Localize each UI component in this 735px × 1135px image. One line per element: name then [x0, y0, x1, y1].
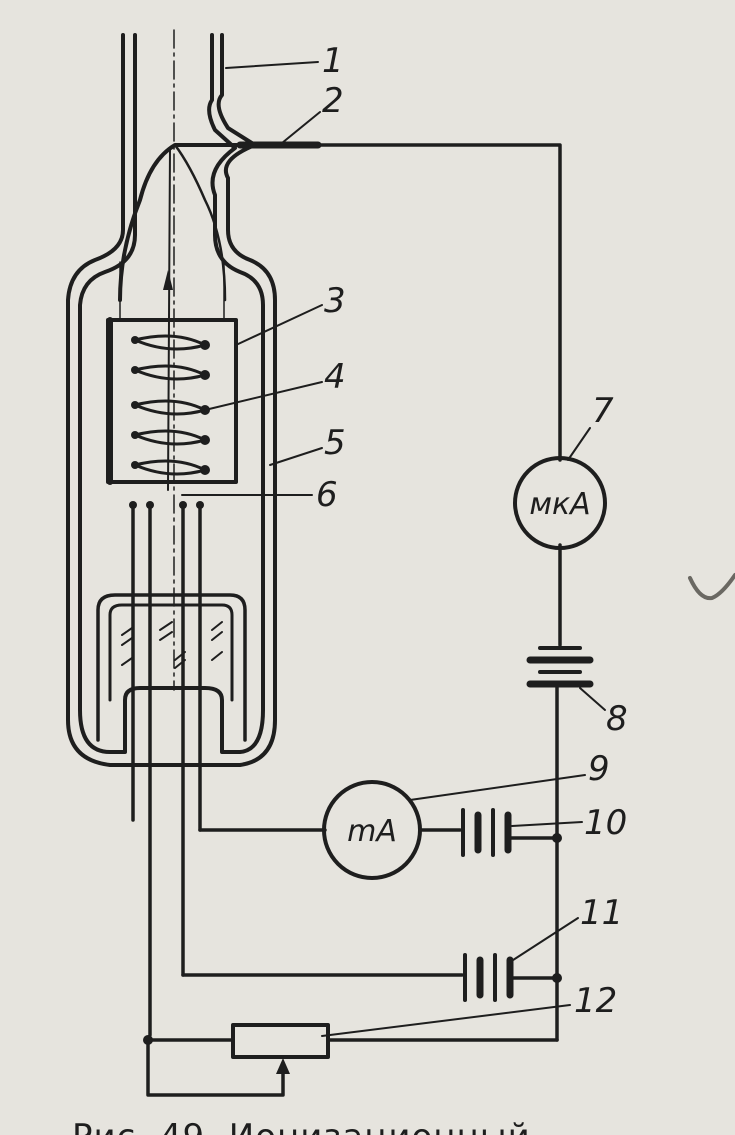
- microammeter: мкА: [513, 456, 607, 550]
- callout-3: 3: [324, 281, 346, 321]
- cathode-filament-coil: [131, 334, 210, 476]
- glass-bulb: [66, 33, 277, 767]
- rheostat-slider-arrow: [276, 1058, 290, 1074]
- battery-8: [526, 646, 594, 688]
- callout-9: 9: [588, 749, 610, 789]
- callout-6: 6: [316, 475, 338, 515]
- battery-11: [463, 953, 514, 1002]
- grid-electrode: [106, 261, 238, 485]
- callout-numbers: 1 2 3 4 5 6 7 8 9 10 11 12: [316, 41, 628, 1021]
- milliammeter-label: mA: [347, 814, 397, 849]
- callout-11: 11: [580, 893, 623, 933]
- callout-5: 5: [324, 423, 346, 463]
- callout-8: 8: [606, 699, 628, 739]
- rheostat-12: [231, 1023, 330, 1059]
- callout-7: 7: [592, 391, 614, 431]
- callout-4: 4: [324, 357, 346, 397]
- figure-caption: Рис. 49. Ионизационный: [72, 1117, 531, 1135]
- battery-10: [461, 808, 512, 857]
- pencil-check-mark: [688, 573, 735, 601]
- callout-12: 12: [574, 981, 617, 1021]
- junction-dots: [143, 833, 562, 1045]
- external-circuit-wires: [146, 143, 562, 1097]
- milliammeter: mA: [322, 780, 422, 880]
- callout-10: 10: [584, 803, 627, 843]
- electrode-lead-wires: [121, 501, 223, 1037]
- callout-2: 2: [322, 81, 344, 121]
- microammeter-label: мкА: [529, 487, 590, 522]
- callout-1: 1: [322, 41, 344, 81]
- leader-lines: [181, 61, 606, 1037]
